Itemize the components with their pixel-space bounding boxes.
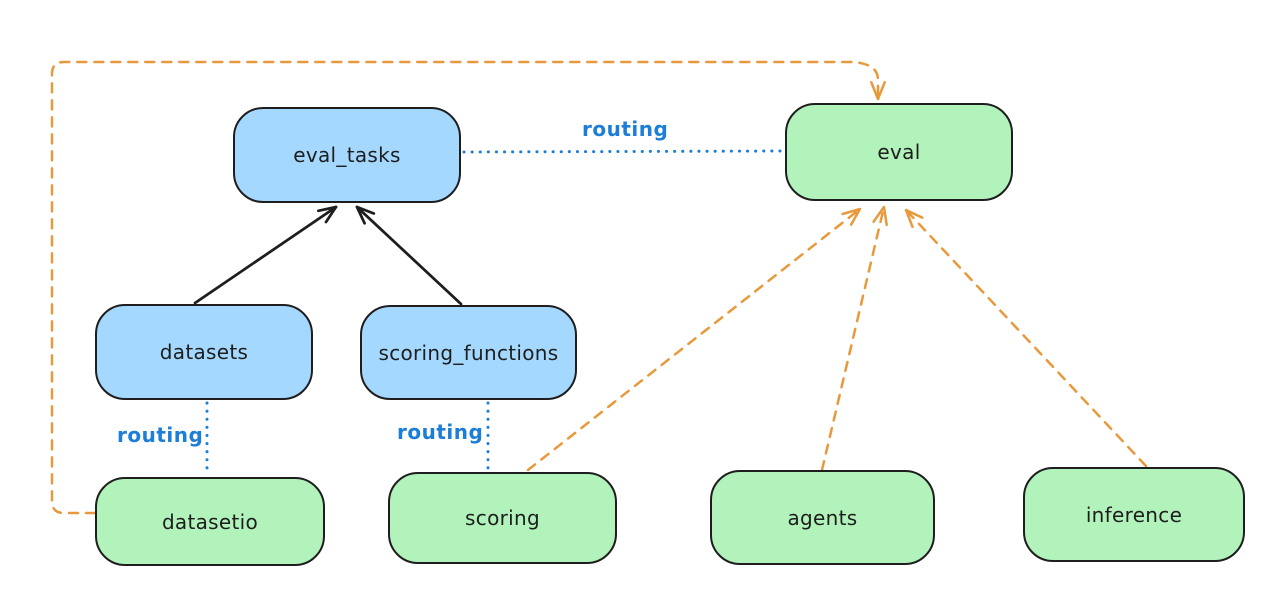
edge-scoring-functions-to-eval-tasks <box>355 205 463 306</box>
arrowhead <box>317 205 338 224</box>
node-label: inference <box>1085 502 1183 527</box>
edge-label-routing-scoring-functions-scoring: routing <box>397 420 484 444</box>
node-eval: eval <box>785 103 1013 201</box>
node-label: eval_tasks <box>293 143 401 167</box>
arrowhead <box>872 205 888 227</box>
arrowhead <box>870 81 886 101</box>
edge-label-routing-eval-tasks-eval: routing <box>582 117 669 141</box>
node-datasets: datasets <box>95 304 313 400</box>
node-label: datasetio <box>161 509 259 534</box>
node-label: agents <box>787 505 858 530</box>
edge-inference-to-eval <box>904 208 1148 468</box>
edge-eval-tasks-to-eval <box>462 149 784 154</box>
node-scoring-functions: scoring_functions <box>360 305 577 400</box>
node-inference: inference <box>1023 467 1245 562</box>
node-label: scoring_functions <box>378 340 559 365</box>
node-label: eval <box>877 140 921 164</box>
node-scoring: scoring <box>388 472 617 564</box>
arrowhead <box>841 207 862 226</box>
arrowhead <box>904 208 924 229</box>
node-agents: agents <box>710 470 935 565</box>
edge-datasets-to-eval-tasks <box>193 205 338 305</box>
edge-agents-to-eval <box>820 205 888 472</box>
edge-scoring-to-eval <box>526 207 862 472</box>
node-label: scoring <box>465 506 540 530</box>
edge-datasetio-to-eval <box>50 60 886 515</box>
node-datasetio: datasetio <box>95 477 325 566</box>
node-label: datasets <box>159 340 249 364</box>
edge-label-routing-datasets-datasetio: routing <box>117 423 204 447</box>
node-eval-tasks: eval_tasks <box>233 107 461 203</box>
arrowhead <box>355 205 376 225</box>
